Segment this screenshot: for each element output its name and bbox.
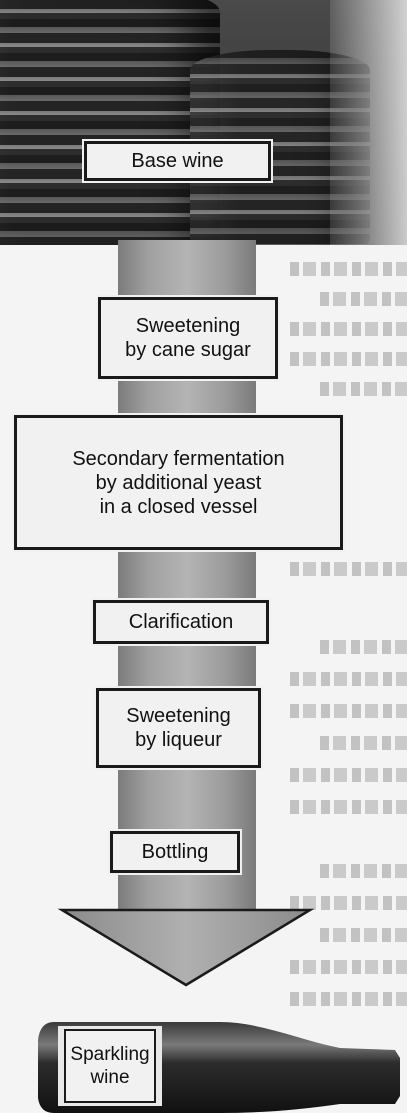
barrel-image <box>0 0 220 245</box>
wine-barrels-photo <box>0 0 407 245</box>
step-sweetening-cane-sugar: Sweetening by cane sugar <box>96 295 280 381</box>
step-sweetening-liqueur: Sweetening by liqueur <box>94 686 263 770</box>
photo-highlight <box>330 0 407 245</box>
result-sparkling-wine: Sparkling wine <box>64 1029 156 1103</box>
step-bottling: Bottling <box>108 829 242 875</box>
step-clarification: Clarification <box>91 598 271 646</box>
step-secondary-fermentation: Secondary fermentation by additional yea… <box>12 413 345 552</box>
step-base-wine: Base wine <box>82 139 273 183</box>
